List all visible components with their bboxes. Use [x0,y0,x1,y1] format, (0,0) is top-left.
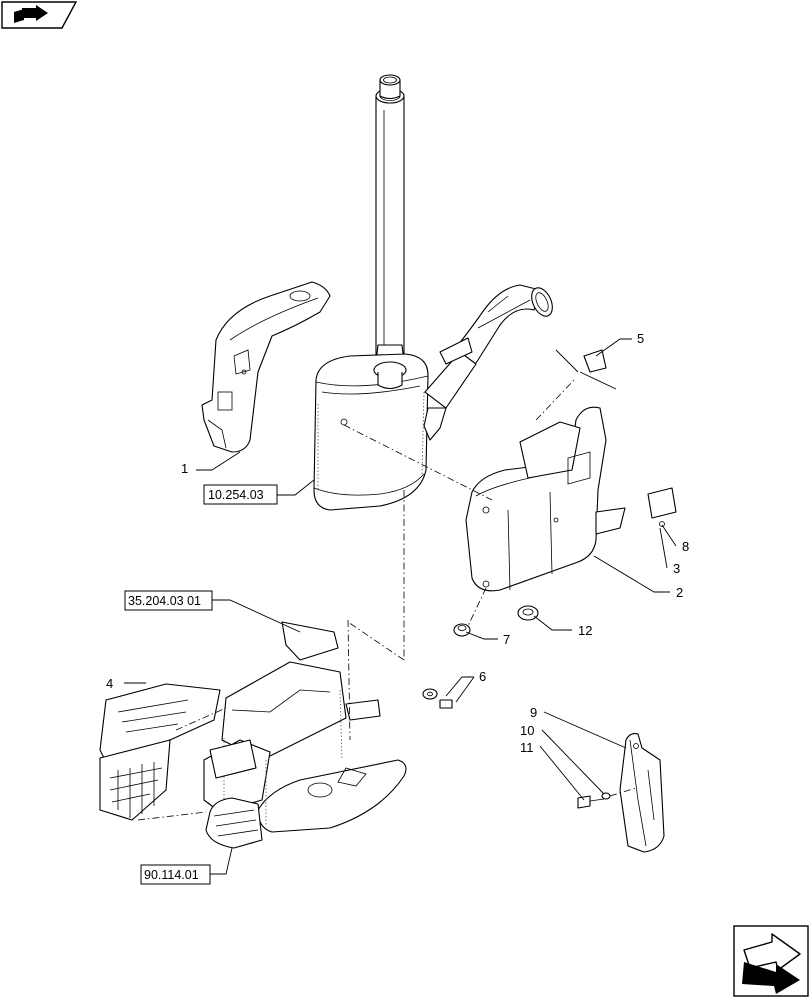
callout-10: 10 [520,723,534,738]
right-heat-shield [465,349,626,592]
leader-lines [124,338,677,875]
rubber-ring [517,605,539,621]
left-heat-shield [201,281,331,453]
callout-6: 6 [479,669,486,684]
callout-2: 2 [676,585,683,600]
reference-frame[interactable]: 35.204.03 01 [124,590,213,611]
callout-12: 12 [578,623,592,638]
callout-5: 5 [637,331,644,346]
step-assembly [205,739,263,849]
book-arrow-icon[interactable] [1,1,78,29]
reference-frame-label: 35.204.03 01 [128,594,201,608]
reference-step[interactable]: 90.114.01 [140,864,211,885]
next-page-arrow-icon[interactable] [733,925,809,997]
callout-7: 7 [503,632,510,647]
mounting-bracket [619,733,665,853]
callout-labels: 1 2 3 4 5 6 7 8 9 10 11 12 [106,331,689,755]
callout-9: 9 [530,705,537,720]
exhaust-pipe [375,74,405,370]
muffler [313,353,429,511]
callout-4: 4 [106,676,113,691]
reference-muffler-label: 10.254.03 [208,488,264,502]
washer-and-spacer [422,688,453,709]
cover-plate [647,487,677,527]
callout-11: 11 [520,740,534,755]
assembly-lines [137,379,637,821]
floor-grate [99,683,221,821]
reference-step-label: 90.114.01 [144,868,199,882]
callout-1: 1 [181,461,188,476]
bolt-and-washer [577,792,611,809]
grommet [453,623,471,637]
support-frame [203,619,407,833]
callout-8: 8 [682,539,689,554]
callout-3: 3 [673,561,680,576]
inlet-pipe [423,284,553,441]
reference-muffler[interactable]: 10.254.03 [203,484,278,505]
